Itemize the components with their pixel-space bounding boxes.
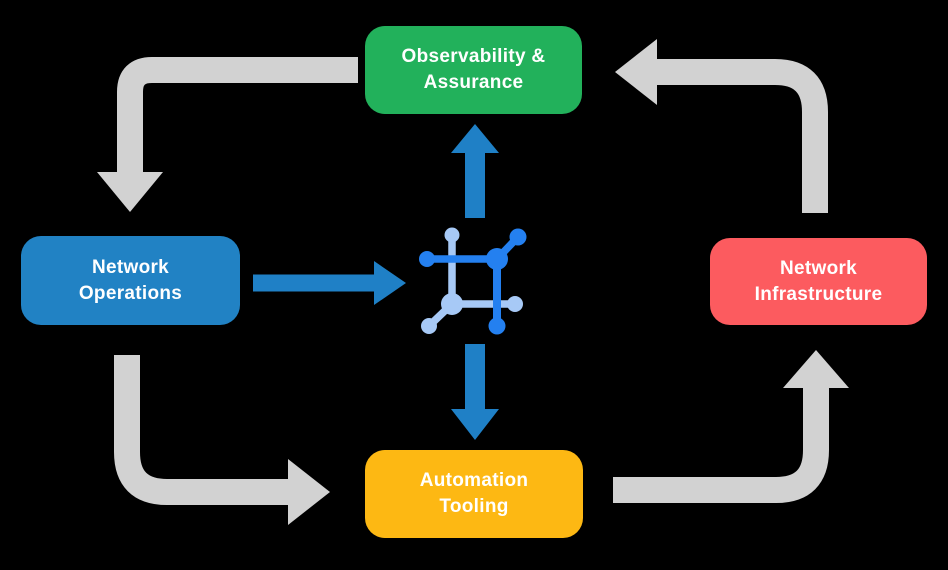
node-label-line: Automation <box>419 470 529 492</box>
node-label-line: Tooling <box>439 496 509 517</box>
arrow-operations-to-icon <box>253 261 406 305</box>
node-label-line: Infrastructure <box>754 283 883 305</box>
network-node-icon-light-part <box>421 227 523 334</box>
arrow-icon-to-observability <box>451 124 499 218</box>
network-node-icon <box>419 227 527 335</box>
node-label-line: Network <box>91 256 170 278</box>
node-network-operations: Network Operations <box>21 236 240 325</box>
node-automation-tooling: Automation Tooling <box>365 450 583 538</box>
node-label-line: Assurance <box>423 72 524 93</box>
arrow-operations-to-automation <box>114 355 330 525</box>
node-network-infrastructure: Network Infrastructure <box>710 238 927 325</box>
node-observability-assurance: Observability & Assurance <box>365 26 582 114</box>
arrow-icon-to-automation <box>451 344 499 440</box>
node-label-line: Network <box>779 257 858 279</box>
arrow-automation-to-infrastructure <box>613 350 849 503</box>
arrow-observability-to-operations <box>97 57 358 212</box>
network-node-icon-dark-part <box>419 228 527 335</box>
node-label-line: Operations <box>78 282 183 304</box>
arrow-infrastructure-to-observability <box>615 39 828 213</box>
node-label-line: Observability & <box>401 46 546 68</box>
